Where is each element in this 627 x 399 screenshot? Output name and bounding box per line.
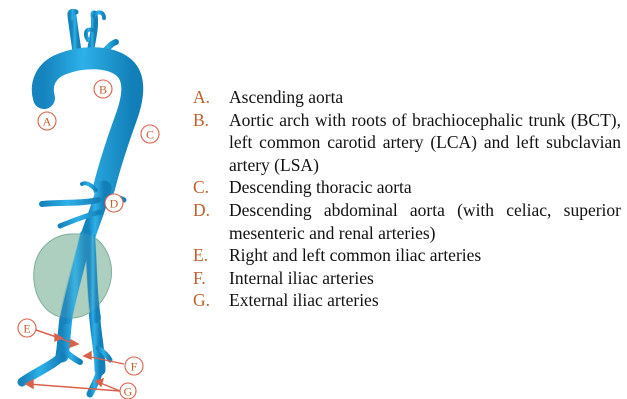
legend-letter: F. bbox=[193, 267, 229, 290]
legend-text: Ascending aorta bbox=[229, 86, 621, 109]
legend-item-d: D. Descending abdominal aorta (with celi… bbox=[193, 199, 621, 244]
legend-letter: D. bbox=[193, 199, 229, 222]
marker-a: A bbox=[38, 112, 56, 130]
legend-item-b: B. Aortic arch with roots of brachioceph… bbox=[193, 109, 621, 177]
legend-item-c: C. Descending thoracic aorta bbox=[193, 176, 621, 199]
legend-letter: E. bbox=[193, 244, 229, 267]
marker-d: D bbox=[105, 194, 123, 212]
marker-b-label: B bbox=[99, 83, 107, 97]
legend-item-g: G. External iliac arteries bbox=[193, 289, 621, 312]
legend-item-f: F. Internal iliac arteries bbox=[193, 267, 621, 290]
marker-g-label: G bbox=[124, 385, 133, 399]
legend-text: Internal iliac arteries bbox=[229, 267, 621, 290]
legend-letter: B. bbox=[193, 109, 229, 132]
marker-c-label: C bbox=[146, 128, 154, 142]
legend-letter: C. bbox=[193, 176, 229, 199]
marker-f: F bbox=[125, 357, 143, 375]
legend-letter: G. bbox=[193, 289, 229, 312]
aorta-illustration: A B C D E F G bbox=[0, 0, 180, 399]
legend-text: Descending thoracic aorta bbox=[229, 176, 621, 199]
marker-f-label: F bbox=[131, 360, 138, 374]
marker-d-label: D bbox=[110, 197, 119, 211]
legend-text: Right and left common iliac arteries bbox=[229, 244, 621, 267]
anatomy-legend: A. Ascending aorta B. Aortic arch with r… bbox=[193, 86, 621, 312]
legend-text: Aortic arch with roots of brachiocephali… bbox=[229, 109, 621, 177]
marker-c: C bbox=[141, 125, 159, 143]
marker-e-label: E bbox=[23, 322, 30, 336]
marker-g: G bbox=[120, 383, 136, 399]
legend-item-a: A. Ascending aorta bbox=[193, 86, 621, 109]
marker-a-label: A bbox=[43, 115, 52, 129]
legend-text: Descending abdominal aorta (with celiac,… bbox=[229, 199, 621, 244]
marker-e: E bbox=[18, 319, 36, 337]
marker-b: B bbox=[94, 80, 112, 98]
legend-item-e: E. Right and left common iliac arteries bbox=[193, 244, 621, 267]
legend-letter: A. bbox=[193, 86, 229, 109]
legend-text: External iliac arteries bbox=[229, 289, 621, 312]
